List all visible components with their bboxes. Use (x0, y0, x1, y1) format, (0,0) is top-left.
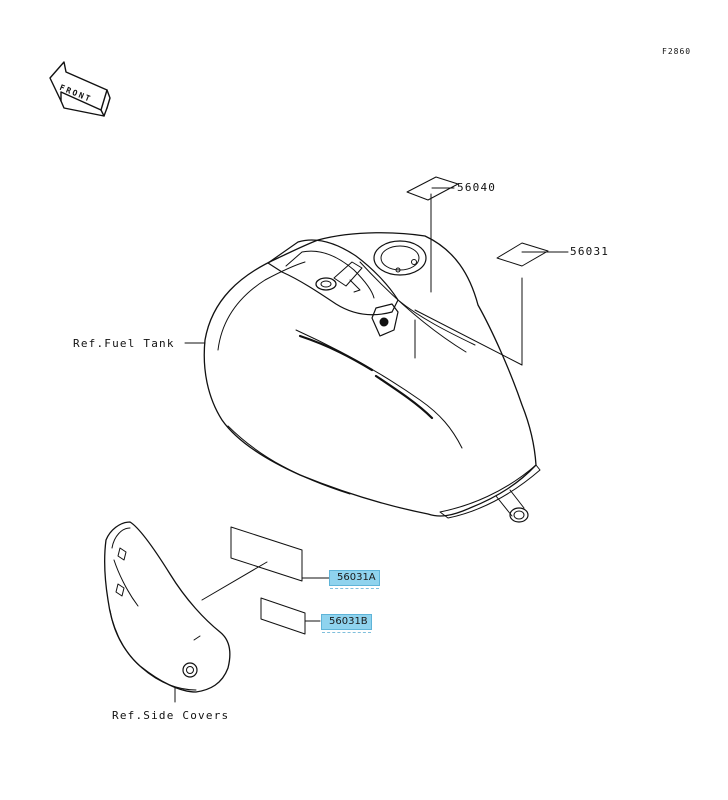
ref-side-covers-label: Ref.Side Covers (112, 709, 230, 722)
leader-lines (174, 187, 569, 703)
part-number-56031: 56031 (570, 245, 610, 258)
side-cover-drawing (104, 521, 231, 693)
decal-56031B-shape (260, 597, 306, 635)
fuel-tank-drawing (203, 232, 541, 523)
figure-code: F2860 (662, 47, 692, 56)
decal-56031-shape (496, 242, 549, 267)
part-hotspot-56031B[interactable]: 56031B (321, 614, 372, 633)
front-arrow-icon (49, 61, 111, 117)
ref-fuel-tank-label: Ref.Fuel Tank (73, 337, 175, 350)
part-number-56040: 56040 (457, 181, 497, 194)
decal-56031A-shape (230, 526, 303, 582)
part-hotspot-56031A[interactable]: 56031A (329, 570, 380, 589)
decal-56040-shape (406, 176, 459, 201)
